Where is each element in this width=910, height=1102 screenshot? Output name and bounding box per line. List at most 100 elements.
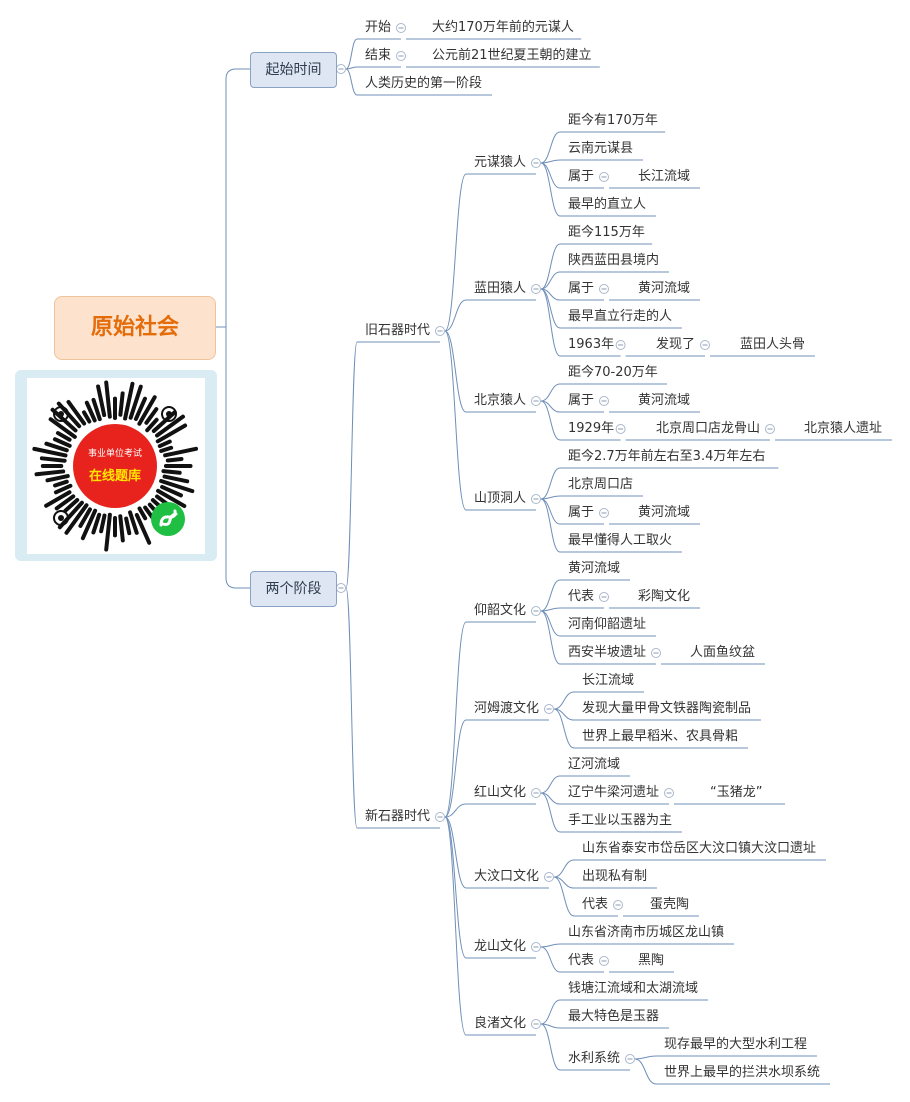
- topic-p1[interactable]: 旧石器时代: [365, 323, 431, 338]
- topic-hm[interactable]: 河姆渡文化: [474, 701, 540, 716]
- topic-ys4a[interactable]: 人面鱼纹盆: [690, 645, 756, 660]
- connector-n1c: [345, 68, 358, 96]
- connector-dw1: [553, 859, 575, 878]
- topic-l3a[interactable]: 黄河流域: [638, 281, 691, 296]
- topic-ls2[interactable]: 代表: [568, 953, 595, 968]
- connector-l2: [540, 271, 561, 290]
- topic-s3a[interactable]: 黄河流域: [638, 505, 691, 520]
- connector-b: [444, 330, 467, 413]
- connector-hm: [444, 719, 467, 818]
- topic-l3[interactable]: 属于: [568, 281, 595, 296]
- topic-n2[interactable]: 两个阶段: [250, 571, 337, 607]
- topic-y1[interactable]: 距今有170万年: [568, 113, 658, 128]
- topic-ys[interactable]: 仰韶文化: [474, 603, 527, 618]
- topic-b3a[interactable]: 北京周口店龙骨山: [656, 421, 761, 436]
- topic-l1[interactable]: 距今115万年: [568, 225, 645, 240]
- topic-ls2a[interactable]: 黑陶: [638, 953, 665, 968]
- connector-hm3: [553, 708, 575, 749]
- connector-n1: [214, 68, 250, 328]
- topic-b3[interactable]: 1929年: [568, 421, 615, 436]
- topic-n1c[interactable]: 人类历史的第一阶段: [365, 76, 483, 91]
- topic-l5a[interactable]: 发现了: [656, 337, 696, 352]
- topic-ls1[interactable]: 山东省济南市历城区龙山镇: [568, 925, 725, 940]
- topic-l5b[interactable]: 蓝田人头骨: [740, 337, 806, 352]
- connector-hs3: [540, 792, 561, 833]
- topic-s4[interactable]: 最早懂得人工取火: [568, 533, 673, 548]
- connector-n2: [214, 326, 250, 589]
- topic-dw[interactable]: 大汶口文化: [474, 869, 540, 884]
- root-topic[interactable]: 原始社会: [54, 296, 216, 360]
- topic-s[interactable]: 山顶洞人: [474, 491, 527, 506]
- connector-hs: [444, 803, 467, 818]
- topic-n1b1[interactable]: 公元前21世纪夏王朝的建立: [432, 48, 592, 63]
- topic-y3a[interactable]: 长江流域: [638, 169, 691, 184]
- topic-l5[interactable]: 1963年: [568, 337, 615, 352]
- topic-ys2[interactable]: 代表: [568, 589, 595, 604]
- topic-n1a1[interactable]: 大约170万年前的元谋人: [432, 20, 574, 35]
- connector-lz3: [540, 1023, 561, 1071]
- topic-b2a[interactable]: 黄河流域: [638, 393, 691, 408]
- topic-s1[interactable]: 距今2.7万年前左右至3.4万年左右: [568, 449, 766, 464]
- qr-line1: 事业单位考试: [88, 447, 142, 459]
- topic-ys4[interactable]: 西安半坡遗址: [568, 645, 647, 660]
- topic-hm2[interactable]: 发现大量甲骨文铁器陶瓷制品: [582, 701, 752, 716]
- connector-ys1: [540, 579, 561, 612]
- topic-y3[interactable]: 属于: [568, 169, 595, 184]
- connector-s2: [540, 495, 561, 500]
- topic-s3[interactable]: 属于: [568, 505, 595, 520]
- topic-b3b[interactable]: 北京猿人遗址: [804, 421, 883, 436]
- topic-ys3[interactable]: 河南仰韶遗址: [568, 617, 647, 632]
- topic-hs2a[interactable]: “玉猪龙”: [710, 785, 763, 800]
- topic-lz[interactable]: 良渚文化: [474, 1016, 527, 1031]
- topic-lz3a[interactable]: 现存最早的大型水利工程: [664, 1037, 808, 1052]
- connector-lz3a: [634, 1055, 657, 1060]
- topic-b1[interactable]: 距今70-20万年: [568, 365, 658, 380]
- topic-hs1[interactable]: 辽河流域: [568, 757, 621, 772]
- topic-y4[interactable]: 最早的直立人: [568, 197, 647, 212]
- topic-l2[interactable]: 陕西蓝田县境内: [568, 253, 660, 268]
- topic-dw1[interactable]: 山东省泰安市岱岳区大汶口镇大汶口遗址: [582, 841, 817, 856]
- topic-dw2[interactable]: 出现私有制: [582, 869, 648, 884]
- connector-ls2: [540, 946, 561, 973]
- connector-s4: [540, 498, 561, 553]
- connector-lz1: [540, 999, 561, 1025]
- connector-ys2: [540, 607, 561, 612]
- topic-y2[interactable]: 云南元谋县: [568, 141, 634, 156]
- topic-lz1[interactable]: 钱塘江流域和太湖流域: [568, 981, 699, 996]
- qr-code-pattern: 事业单位考试 在线题库: [32, 380, 199, 552]
- topic-dw3[interactable]: 代表: [582, 897, 609, 912]
- topic-n1[interactable]: 起始时间: [250, 52, 337, 88]
- connector-ys3: [540, 610, 561, 637]
- topic-n1b[interactable]: 结束: [365, 48, 392, 63]
- connector-y1: [540, 131, 561, 164]
- topic-lz2[interactable]: 最大特色是玉器: [568, 1009, 660, 1024]
- connector-s1: [540, 467, 561, 500]
- topic-hs3[interactable]: 手工业以玉器为主: [568, 813, 673, 828]
- topic-b2[interactable]: 属于: [568, 393, 595, 408]
- topic-b[interactable]: 北京猿人: [474, 393, 527, 408]
- qr-code-area: 事业单位考试 在线题库: [27, 378, 205, 554]
- topic-s2[interactable]: 北京周口店: [568, 477, 634, 492]
- topic-ys1[interactable]: 黄河流域: [568, 561, 621, 576]
- topic-hs[interactable]: 红山文化: [474, 785, 527, 800]
- topic-ys2a[interactable]: 彩陶文化: [638, 589, 691, 604]
- topic-hs2[interactable]: 辽宁牛梁河遗址: [568, 785, 660, 800]
- mini-program-icon: [151, 502, 185, 536]
- topic-n1a[interactable]: 开始: [365, 20, 392, 35]
- topic-lz3b[interactable]: 世界上最早的拦洪水坝系统: [664, 1065, 821, 1080]
- connector-hs1: [540, 775, 561, 794]
- connector-b3: [540, 400, 561, 441]
- topic-l4[interactable]: 最早直立行走的人: [568, 309, 673, 324]
- topic-lz3[interactable]: 水利系统: [568, 1051, 621, 1066]
- topic-hm1[interactable]: 长江流域: [582, 673, 635, 688]
- topic-p2[interactable]: 新石器时代: [365, 809, 431, 824]
- topic-dw3a[interactable]: 蛋壳陶: [650, 897, 690, 912]
- topic-hm3[interactable]: 世界上最早稻米、农具骨耜: [582, 729, 739, 744]
- connector-lz3b: [634, 1058, 657, 1085]
- root-topic-label: 原始社会: [90, 315, 179, 340]
- connector-b1: [540, 383, 561, 402]
- topic-ls[interactable]: 龙山文化: [474, 939, 527, 954]
- topic-y[interactable]: 元谋猿人: [474, 155, 527, 170]
- topic-l[interactable]: 蓝田猿人: [474, 281, 527, 296]
